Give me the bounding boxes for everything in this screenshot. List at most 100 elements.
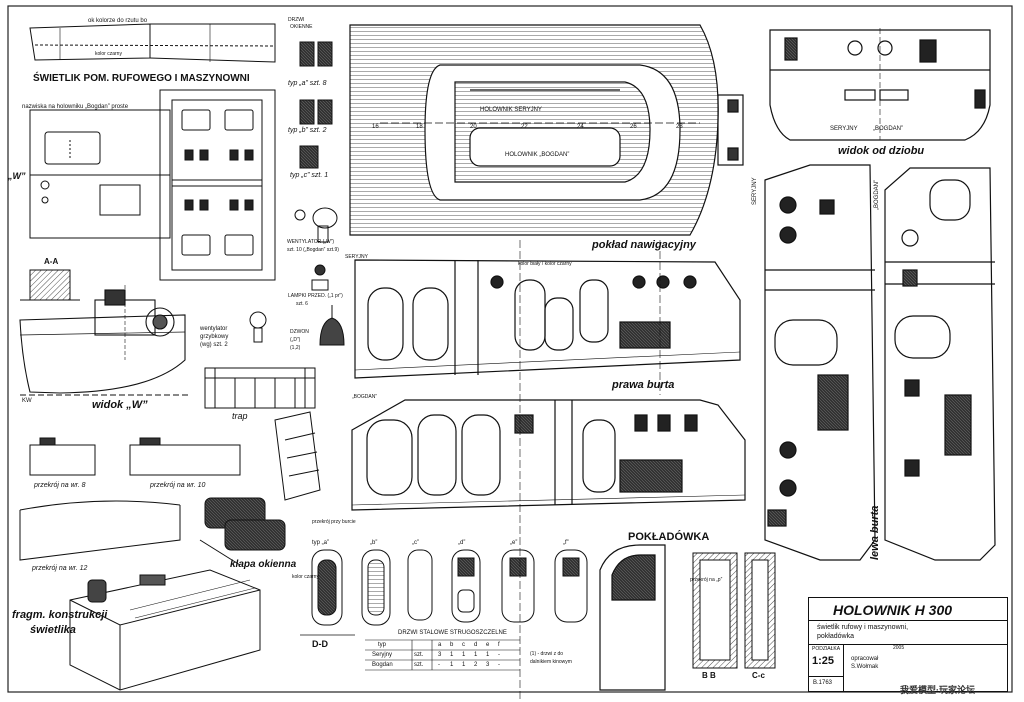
doors-note-1: (1) - drzwi z do — [530, 651, 564, 657]
doors-table-header-e: e — [486, 642, 490, 648]
deck-bogdan-label: HOLOWNIK „BOGDAN” — [505, 152, 570, 158]
doors-table-grid — [365, 639, 520, 671]
scale-label: PODZIAŁKA — [812, 646, 841, 652]
doors-table-title: DRZWI STALOWE STRUGOSZCZELNE — [398, 630, 507, 636]
deckhouse-label: POKŁADÓWKA — [628, 531, 710, 543]
ladder-note: przekrój na „p” — [690, 577, 723, 583]
doors-table-row2-d: 2 — [474, 662, 478, 668]
doors-table-header-b: b — [450, 642, 454, 648]
bow-view-label: widok od dziobu — [838, 145, 925, 157]
type-a-label: typ „a” szt. 8 — [288, 80, 327, 87]
bell-label: DZWON — [290, 329, 309, 335]
model-title: HOLOWNIK H 300 — [833, 602, 953, 618]
skylight-color-note: kolor czarny — [95, 51, 122, 57]
skylight-title: ŚWIETLIK POM. RUFOWEGO I MASZYNOWNI — [33, 73, 250, 84]
seryjny-label-mid: SERYJNY — [345, 254, 368, 260]
doors-table-row1-unit: szt. — [414, 652, 424, 658]
doors-table-row2-a: - — [438, 662, 440, 668]
skylight-note-top: ok kolorze do rzutu bo — [88, 18, 148, 24]
model-subtitle-1: świetlik rufowy i maszynowni, — [817, 624, 909, 631]
section-bb-label: B B — [702, 671, 716, 680]
section-dd-label: D-D — [312, 639, 328, 649]
doors-table-header-f: f — [498, 642, 500, 648]
bow-bogdan-label: „BOGDAN” — [873, 126, 903, 132]
starboard-label: prawa burta — [612, 379, 675, 391]
door-type-b: „b” — [370, 540, 378, 546]
doors-note-2: dalnikiem kinowym — [530, 659, 572, 665]
year-mark: 2005 — [893, 645, 905, 651]
type-b-label: typ „b” szt. 2 — [288, 127, 327, 134]
bogdan-label-mid: „BOGDAN” — [352, 394, 377, 400]
lamp-qty: szt. 6 — [296, 301, 308, 307]
frame-number-1: 16 — [372, 124, 379, 130]
doors-table-row1-c: 1 — [462, 652, 466, 658]
watermark-sub: 我爱模型·玩家论坛 — [900, 685, 975, 695]
deck-plan — [349, 24, 744, 236]
bell-qty: (1,2) — [290, 345, 301, 351]
deck-serviced-label: HOLOWNIK SERYJNY — [480, 107, 542, 113]
door-type-f: „f” — [563, 540, 569, 546]
doors-table-header-a: a — [438, 642, 442, 648]
door-types — [300, 549, 588, 636]
section-wr12-label: przekrój na wr. 12 — [32, 565, 88, 572]
doors-table-header-d: d — [474, 642, 478, 648]
doors-table-row2-f: - — [498, 662, 500, 668]
ventilator-top-label-3: (wg) szt. 2 — [200, 342, 228, 348]
watermark-logo-text: 5iMX — [1, 1, 4, 2]
doors-table-row1-d: 1 — [474, 652, 478, 658]
doors-table-header-type: typ — [378, 642, 387, 648]
door-type-a: typ „a” — [312, 540, 330, 546]
section-aa-label: A-A — [44, 257, 59, 266]
type-c-label: typ „c” szt. 1 — [290, 172, 329, 179]
model-subtitle-2: pokładówka — [817, 633, 854, 640]
view-w-marker: „W” — [8, 171, 26, 181]
section-aa — [20, 269, 80, 301]
ladder-detail — [274, 411, 321, 501]
doors-table-row1-b: 1 — [450, 652, 454, 658]
deckhouse-detail — [599, 544, 666, 691]
bow-view — [769, 28, 991, 141]
fragment-label-1: fragm. konstrukcji — [12, 609, 108, 621]
door-type-c: „c” — [412, 540, 419, 546]
kw-label: KW — [22, 398, 32, 404]
author-label: opracował — [851, 656, 879, 662]
port-side-label: lewa burta — [869, 505, 881, 560]
lamp-label: LAMPKI PRZED. („1 pr”) — [288, 293, 343, 299]
starboard-side-view — [354, 259, 741, 379]
doors-table-header-c: c — [462, 642, 465, 648]
side-bogdan-label: „BOGDAN” — [874, 180, 880, 210]
skylight-structure-fragment — [69, 569, 261, 691]
doors-table-row1-e: 1 — [486, 652, 490, 658]
color-black-note: kolor czarny — [292, 574, 319, 580]
doors-table-row2-c: 1 — [462, 662, 466, 668]
fragment-label-2: świetlika — [30, 624, 76, 636]
view-w-label: widok „W” — [92, 399, 148, 411]
window-flap-label: klapa okienna — [230, 559, 297, 570]
scale-value: 1:25 — [812, 655, 835, 667]
view-w-hull — [19, 285, 190, 396]
section-bb-cc — [692, 552, 776, 669]
color-white-black: kolor biały / kolor czarny — [518, 261, 572, 267]
frame-number-7: 28 — [676, 124, 683, 130]
section-cc-label: C-c — [752, 671, 765, 680]
section-wr10-label: przekrój na wr. 10 — [150, 482, 206, 489]
doors-sub: OKIENNE — [290, 24, 313, 30]
trap-ladder — [204, 367, 316, 409]
bell-sub: („D”) — [290, 337, 301, 343]
side-view-seryjny — [764, 164, 876, 561]
doors-table-row2-name: Bogdan — [372, 662, 393, 668]
frame-number-3: 20 — [470, 124, 477, 130]
skylight-plan — [29, 89, 276, 281]
skylight-side-view — [29, 23, 276, 63]
side-seryjny-label: SERYJNY — [752, 177, 758, 205]
nav-deck-label: pokład nawigacyjny — [592, 239, 696, 251]
window-flap — [199, 497, 286, 566]
title-block: HOLOWNIK H 300 świetlik rufowy i maszyno… — [808, 597, 1008, 692]
ventilator-w-label: WENTYLATOR („W”) — [287, 239, 335, 245]
frame-number-4: 22 — [521, 124, 528, 130]
bow-seryjny-label: SERYJNY — [830, 126, 858, 132]
flap-note: przekrój przy burcie — [312, 519, 356, 525]
sheet-code: B.1763 — [813, 680, 833, 686]
doors-table-row1-name: Seryjny — [372, 652, 393, 658]
doors-table-row2-unit: szt. — [414, 662, 424, 668]
